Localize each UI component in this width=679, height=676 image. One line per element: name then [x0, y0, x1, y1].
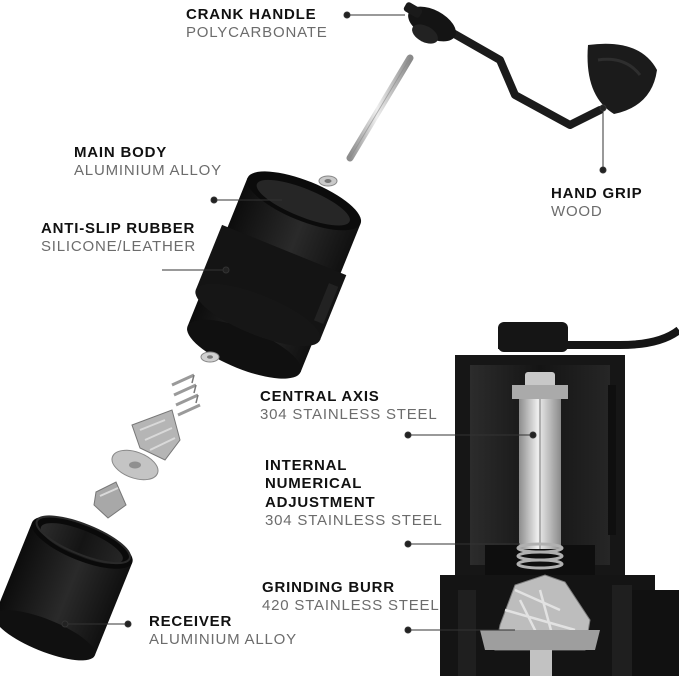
cross-section: [440, 322, 679, 676]
grinding-burr-material: 420 STAINLESS STEEL: [262, 597, 440, 615]
leader-receiver: [61, 620, 132, 628]
receiver-title: RECEIVER: [149, 613, 233, 630]
hand-grip-title: HAND GRIP: [551, 185, 643, 202]
internal-adjustment-line-2: NUMERICAL: [265, 475, 363, 493]
inner-burr: [131, 409, 181, 461]
label-anti-slip-rubber: ANTI-SLIP RUBBER SILICONE/LEATHER: [41, 220, 196, 257]
main-body-material: ALUMINIUM ALLOY: [74, 162, 222, 180]
central-axis-title: CENTRAL AXIS: [260, 388, 380, 405]
leader-anti-slip: [162, 266, 230, 274]
leader-lines: [61, 11, 607, 634]
main-body-cylinder: [187, 171, 362, 379]
internal-adjustment-line-1: INTERNAL: [265, 457, 348, 474]
label-grinding-burr: GRINDING BURR 420 STAINLESS STEEL: [262, 579, 440, 616]
label-main-body: MAIN BODY ALUMINIUM ALLOY: [74, 144, 222, 181]
label-hand-grip: HAND GRIP WOOD: [551, 185, 642, 222]
grinding-burr-title: GRINDING BURR: [262, 579, 395, 596]
washer-upper: [318, 175, 338, 187]
label-central-axis: CENTRAL AXIS 304 STAINLESS STEEL: [260, 388, 438, 425]
label-internal-adjustment: INTERNAL NUMERICAL ADJUSTMENT 304 STAINL…: [265, 457, 443, 530]
label-receiver: RECEIVER ALUMINIUM ALLOY: [149, 613, 297, 650]
receiver-cup: [0, 515, 133, 661]
anti-slip-title: ANTI-SLIP RUBBER: [41, 220, 196, 237]
central-axis-material: 304 STAINLESS STEEL: [260, 406, 438, 424]
internal-adjustment-line-3: ADJUSTMENT: [265, 493, 376, 511]
main-body-title: MAIN BODY: [74, 144, 168, 161]
crank-handle-material: POLYCARBONATE: [186, 24, 328, 42]
crank-handle: [403, 2, 604, 129]
hand-grip-knob: [587, 43, 657, 114]
burr-assembly: [480, 574, 600, 676]
receiver-material: ALUMINIUM ALLOY: [149, 631, 297, 649]
central-rod: [346, 54, 414, 162]
burr-nut: [93, 481, 127, 519]
leader-main-body: [210, 196, 282, 204]
spring: [171, 373, 201, 417]
small-washer: [200, 351, 220, 363]
leader-grinding-burr: [404, 626, 515, 634]
leader-central-axis: [404, 431, 537, 439]
leader-internal-adjustment: [404, 540, 520, 548]
label-crank-handle: CRANK HANDLE POLYCARBONATE: [186, 6, 328, 43]
leader-crank-handle: [343, 11, 405, 19]
burr-disc: [111, 449, 159, 481]
hand-grip-material: WOOD: [551, 203, 603, 221]
crank-handle-title: CRANK HANDLE: [186, 6, 317, 23]
leader-hand-grip: [599, 104, 607, 174]
adjustment-spring: [516, 542, 564, 570]
internal-adjustment-material: 304 STAINLESS STEEL: [265, 511, 443, 529]
anti-slip-material: SILICONE/LEATHER: [41, 238, 197, 256]
